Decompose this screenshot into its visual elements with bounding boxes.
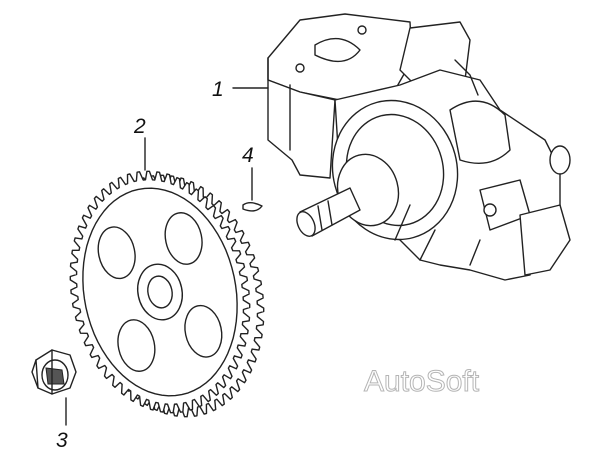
callout-1: 1 (212, 78, 224, 101)
watermark: AutoSoft (364, 365, 480, 398)
oil-pump-assembly (267, 13, 571, 281)
gear-hole (97, 226, 136, 280)
callout-3: 3 (56, 429, 68, 452)
gear-hole (117, 319, 156, 372)
callout-2: 2 (133, 115, 146, 138)
gear-rim (82, 187, 238, 397)
gear-bore (147, 275, 173, 309)
callout-4: 4 (242, 144, 254, 167)
gear-hole (184, 304, 223, 358)
nut (31, 349, 77, 395)
woodruff-key (242, 202, 263, 212)
drive-gear (69, 170, 265, 418)
gear-hole (164, 212, 203, 265)
